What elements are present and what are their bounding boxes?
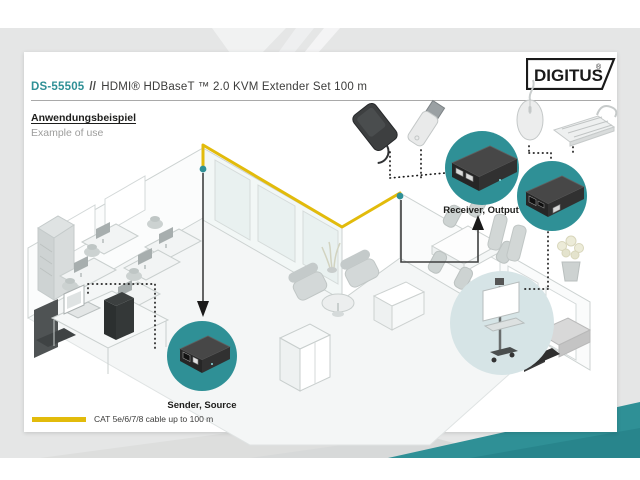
hdmi-port xyxy=(537,200,545,209)
kvm-sender-unit xyxy=(167,321,237,391)
section-heading-de: Anwendungsbeispiel xyxy=(31,112,137,124)
usb-port xyxy=(552,204,561,214)
status-led xyxy=(211,363,213,365)
flower-plant xyxy=(557,235,584,282)
dotted-connectors xyxy=(87,145,574,351)
usb-b-port xyxy=(192,356,199,365)
section-heading-en: Example of use xyxy=(31,127,104,139)
cable-legend-label: CAT 5e/6/7/8 cable up to 100 m xyxy=(94,414,214,424)
usb-stick-icon xyxy=(407,99,446,147)
digitus-logo: DIGITUS ® xyxy=(526,58,616,90)
keyboard-icon xyxy=(552,105,618,147)
arrow-up-to-receiver xyxy=(472,215,484,230)
status-led xyxy=(499,179,501,181)
page-header: DS-55505 // HDMI® HDBaseT ™ 2.0 KVM Extend… xyxy=(31,81,591,93)
header-separator: // xyxy=(89,81,97,93)
meeting-room xyxy=(426,192,527,292)
reception-desk xyxy=(372,281,426,331)
kvm-receiver-front-unit xyxy=(445,131,519,205)
logo-text: DIGITUS xyxy=(534,66,603,85)
external-hdd-icon xyxy=(352,102,398,164)
product-title: HDMI® HDBaseT ™ 2.0 KVM Extender Set 100… xyxy=(101,81,368,93)
rj45-port xyxy=(528,195,537,206)
cable-junction-dot xyxy=(199,165,207,173)
receiver-label: Receiver, Output xyxy=(443,205,519,216)
lounge-area xyxy=(288,241,380,317)
cable-junction-dot xyxy=(396,192,404,200)
logo-registered-mark: ® xyxy=(596,63,602,71)
arrow-down-to-sender xyxy=(197,301,209,317)
rj45-port xyxy=(182,351,191,362)
product-code: DS-55505 xyxy=(31,81,85,93)
grass-plant xyxy=(321,241,341,269)
office-floorplan-illustration xyxy=(27,147,592,446)
presentation-display-icon xyxy=(450,271,554,375)
mouse-icon xyxy=(516,79,544,141)
usb-port xyxy=(455,167,464,177)
connector-arrows xyxy=(197,173,484,317)
kvm-receiver-rear-unit xyxy=(517,161,587,231)
sender-workstation xyxy=(34,284,170,374)
usb-port xyxy=(465,172,474,182)
header-rule xyxy=(31,100,611,101)
sender-label: Sender, Source xyxy=(167,400,236,411)
cable-legend: CAT 5e/6/7/8 cable up to 100 m xyxy=(32,414,213,424)
cable-legend-swatch xyxy=(32,416,86,422)
pc-tower-icon xyxy=(104,292,134,340)
laptop-icon xyxy=(63,284,102,319)
cat-cable-path xyxy=(199,143,404,229)
cabinets xyxy=(278,323,332,392)
